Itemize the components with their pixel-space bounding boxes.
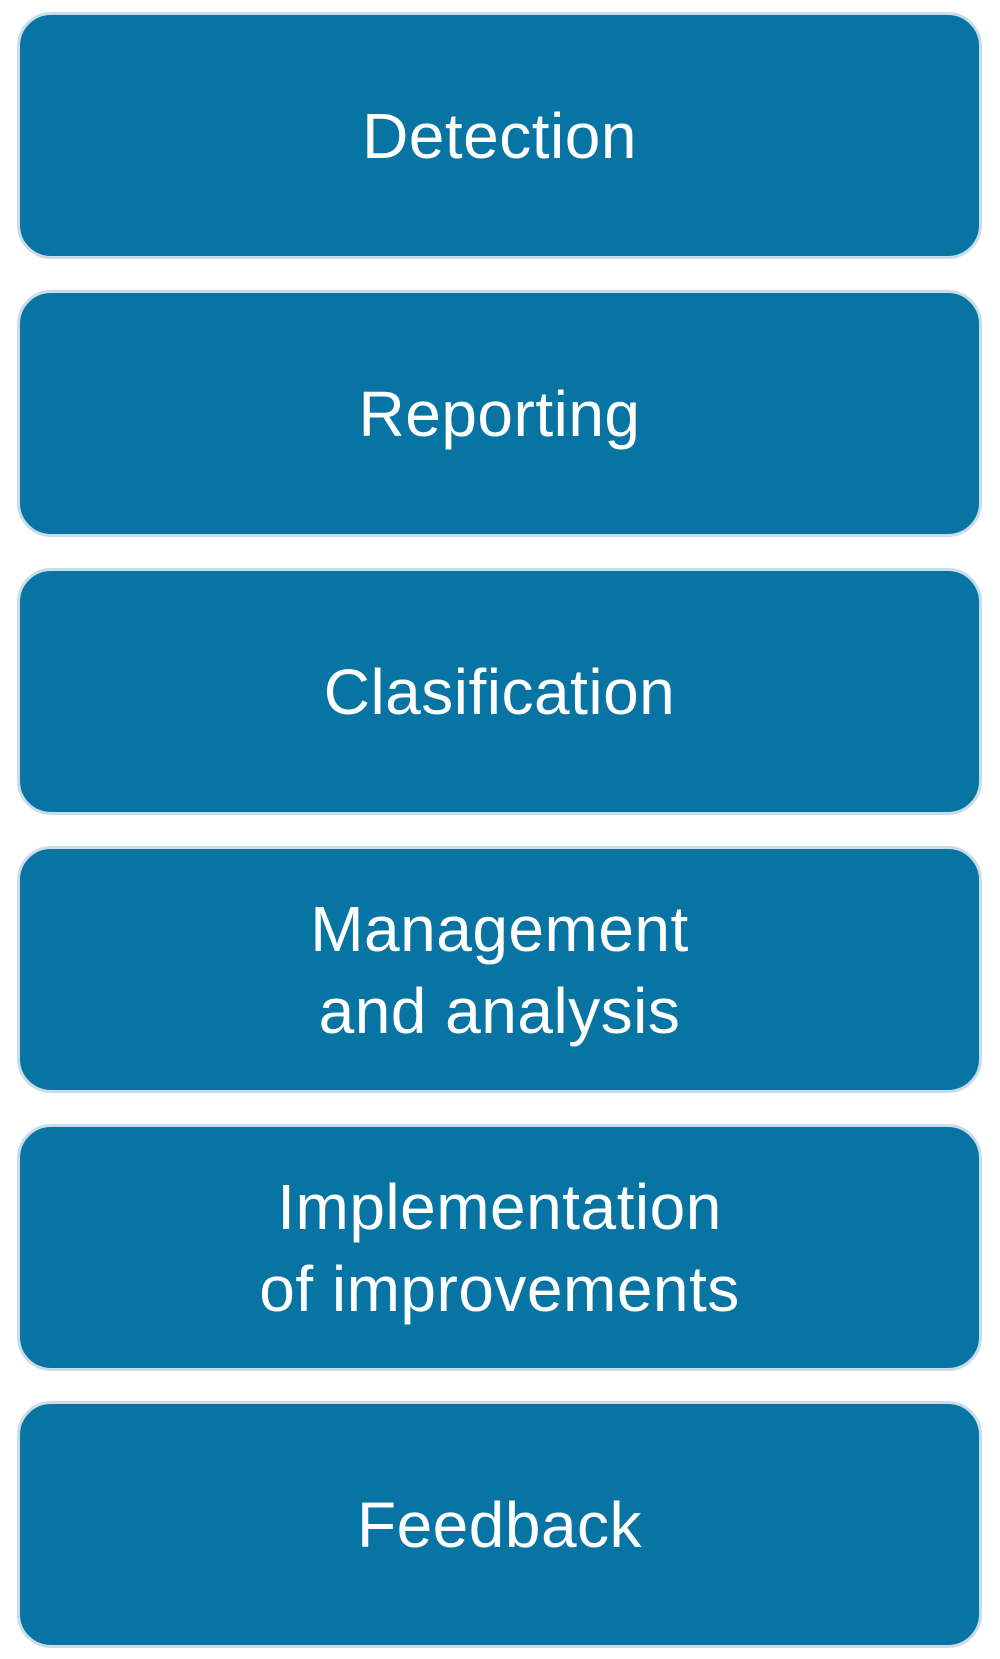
step-clasification-box: Clasification	[17, 568, 982, 815]
step-reporting-box: Reporting	[17, 290, 982, 537]
step-clasification-label: Clasification	[323, 655, 676, 728]
step-implementation-improvements-label: Implementation of improvements	[259, 1170, 740, 1325]
step-feedback-label: Feedback	[356, 1488, 643, 1561]
step-feedback-box: Feedback	[17, 1401, 982, 1648]
step-implementation-improvements-box: Implementation of improvements	[17, 1124, 982, 1371]
step-management-analysis-box: Management and analysis	[17, 846, 982, 1093]
step-reporting-label: Reporting	[358, 377, 641, 450]
step-detection-box: Detection	[17, 12, 982, 259]
step-detection-label: Detection	[362, 99, 637, 172]
step-management-analysis-label: Management and analysis	[310, 892, 689, 1047]
